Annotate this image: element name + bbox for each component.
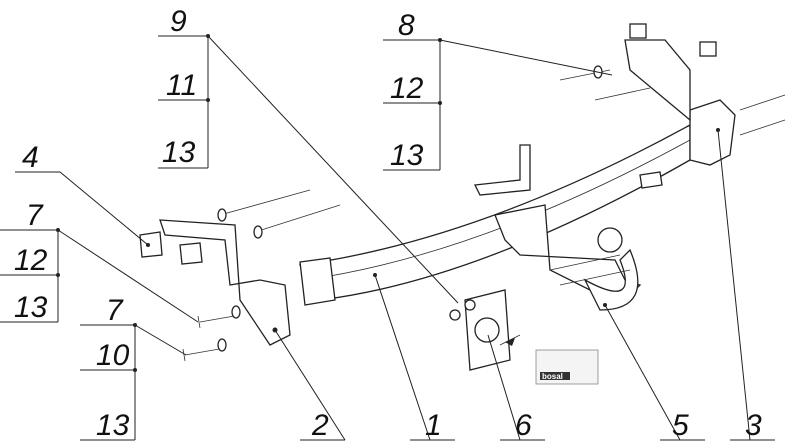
callout-label: 12	[14, 244, 48, 277]
bolts-left	[182, 189, 341, 362]
callout-5: 5	[604, 304, 705, 442]
callout-7-10-13: 7 10 13	[80, 294, 187, 442]
callout-9-11-13: 9 11 13	[158, 5, 459, 304]
callout-label: 11	[166, 69, 197, 102]
callout-1: 1	[374, 274, 455, 442]
callout-label: 8	[398, 9, 415, 42]
tow-hitch-part-5	[494, 204, 642, 311]
callout-label: 13	[14, 291, 48, 324]
callout-label: 13	[96, 409, 130, 442]
callout-3: 3	[717, 129, 775, 442]
callout-label: 6	[515, 409, 532, 442]
callout-label: 13	[390, 139, 424, 172]
callout-7-12-13: 7 12 13	[0, 199, 199, 324]
callout-label: 5	[672, 409, 689, 442]
callout-label: 7	[26, 199, 44, 232]
socket-plate-part-6	[449, 289, 521, 371]
callout-6: 6	[487, 334, 545, 442]
callout-label: 2	[311, 409, 329, 442]
callout-8-12-13: 8 12 13	[383, 9, 613, 172]
callout-label: 3	[745, 409, 762, 442]
callout-4: 4	[15, 141, 149, 246]
callout-label: 10	[96, 339, 130, 372]
left-bracket-part-2	[139, 219, 291, 346]
callout-label: 1	[425, 409, 442, 442]
plate-brand: bosal	[542, 372, 563, 381]
callout-label: 12	[390, 72, 424, 105]
callout-label: 13	[162, 136, 196, 169]
callout-2: 2	[274, 329, 346, 442]
bosal-label-plate: bosal	[535, 349, 599, 385]
right-bracket-part-3	[559, 23, 786, 166]
callout-label: 9	[170, 5, 187, 38]
callout-label: 7	[106, 294, 124, 327]
callout-label: 4	[22, 141, 39, 174]
